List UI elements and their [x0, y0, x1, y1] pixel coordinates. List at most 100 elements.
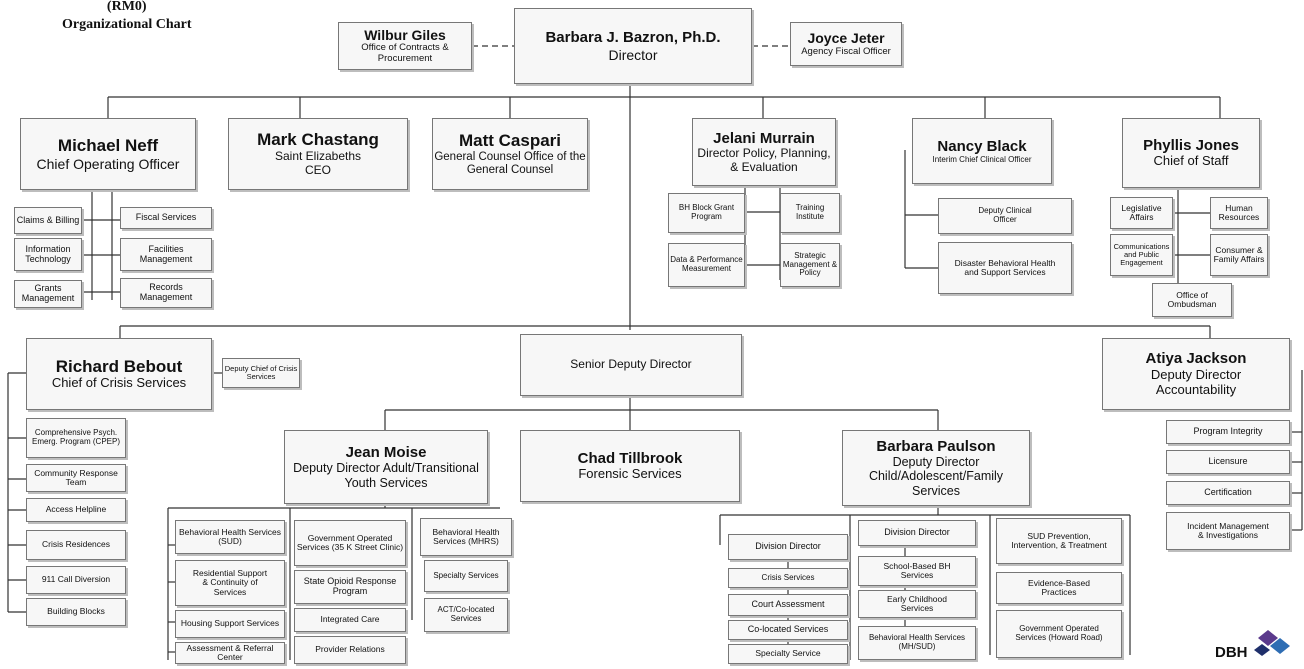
richard-bebout-box: Richard Bebout Chief of Crisis Services — [26, 338, 212, 410]
jones-unit: Communications and Public Engagement — [1110, 234, 1173, 276]
director-name: Barbara J. Bazron, Ph.D. — [545, 29, 721, 47]
caspari-title: General Counsel Office of the General Co… — [434, 150, 586, 176]
matt-caspari-box: Matt Caspari General Counsel Office of t… — [432, 118, 588, 190]
jackson-unit: Incident Management & Investigations — [1166, 512, 1290, 550]
paulson-unit: Court Assessment — [728, 594, 848, 616]
murrain-title: Director Policy, Planning, & Evaluation — [697, 145, 831, 174]
paulson-unit: Early Childhood Services — [858, 590, 976, 618]
joyce-jeter-name: Joyce Jeter — [807, 30, 885, 47]
director-box: Barbara J. Bazron, Ph.D. Director — [514, 8, 752, 84]
neff-unit: Records Management — [120, 278, 212, 308]
bebout-unit: 911 Call Diversion — [26, 566, 126, 594]
senior-deputy-box: Senior Deputy Director — [520, 334, 742, 396]
chart-header: (RM0) Organizational Chart — [62, 0, 192, 33]
senior-deputy-title: Senior Deputy Director — [570, 357, 692, 372]
dbh-logo: DBH — [1210, 628, 1290, 664]
jones-title: Chief of Staff — [1153, 153, 1229, 169]
moise-unit: Housing Support Services — [175, 610, 285, 638]
moise-unit: Behavioral Health Services (SUD) — [175, 520, 285, 554]
director-title: Director — [608, 46, 658, 63]
dbh-logo-text: DBH — [1215, 644, 1248, 661]
neff-title: Chief Operating Officer — [36, 155, 180, 172]
black-title: Interim Chief Clinical Officer — [932, 155, 1032, 165]
jones-name: Phyllis Jones — [1143, 136, 1239, 154]
paulson-name: Barbara Paulson — [876, 437, 996, 455]
paulson-title: Deputy Director Child/Adolescent/Family … — [868, 455, 1004, 498]
moise-unit: Assessment & Referral Center — [175, 642, 285, 664]
michael-neff-box: Michael Neff Chief Operating Officer — [20, 118, 196, 190]
jones-unit: Consumer & Family Affairs — [1210, 234, 1268, 276]
moise-unit: Integrated Care — [294, 608, 406, 632]
neff-unit: Claims & Billing — [14, 207, 82, 234]
tillbrook-title: Forensic Services — [578, 466, 682, 482]
paulson-unit: Evidence-Based Practices — [996, 572, 1122, 604]
jackson-title: Deputy Director Accountability — [1150, 366, 1242, 397]
bebout-deputy-box: Deputy Chief of Crisis Services — [222, 358, 300, 388]
moise-unit: Behavioral Health Services (MHRS) — [420, 518, 512, 556]
neff-unit: Grants Management — [14, 280, 82, 308]
jones-unit: Office of Ombudsman — [1152, 283, 1232, 317]
moise-unit: Residential Support & Continuity of Serv… — [175, 560, 285, 606]
neff-unit: Information Technology — [14, 238, 82, 271]
neff-unit: Facilities Management — [120, 238, 212, 271]
paulson-unit: Specialty Service — [728, 644, 848, 664]
moise-title: Deputy Director Adult/Transitional Youth… — [293, 461, 479, 490]
chastang-title: Saint Elizabeths CEO — [274, 148, 362, 177]
paulson-unit: Crisis Services — [728, 568, 848, 588]
murrain-unit: Strategic Management & Policy — [780, 243, 840, 287]
murrain-unit: Training Institute — [780, 193, 840, 233]
jackson-unit: Program Integrity — [1166, 420, 1290, 444]
barbara-paulson-box: Barbara Paulson Deputy Director Child/Ad… — [842, 430, 1030, 506]
jones-unit: Legislative Affairs — [1110, 197, 1173, 229]
chart-code: (RM0) — [106, 0, 147, 14]
tillbrook-name: Chad Tillbrook — [577, 449, 683, 467]
murrain-unit: BH Block Grant Program — [668, 193, 745, 233]
paulson-unit: Co-located Services — [728, 620, 848, 640]
moise-unit: Government Operated Services (35 K Stree… — [294, 520, 406, 566]
caspari-name: Matt Caspari — [458, 131, 562, 150]
bebout-unit: Comprehensive Psych. Emerg. Program (CPE… — [26, 418, 126, 458]
jackson-unit: Licensure — [1166, 450, 1290, 474]
wilbur-giles-box: Wilbur Giles Office of Contracts & Procu… — [338, 22, 472, 70]
moise-unit: Provider Relations — [294, 636, 406, 664]
murrain-unit: Data & Performance Measurement — [668, 243, 745, 287]
jean-moise-box: Jean Moise Deputy Director Adult/Transit… — [284, 430, 488, 504]
jones-unit: Human Resources — [1210, 197, 1268, 229]
paulson-unit: Behavioral Health Services (MH/SUD) — [858, 626, 976, 660]
black-unit: Disaster Behavioral Health and Support S… — [938, 242, 1072, 294]
chart-title: Organizational Chart — [62, 16, 192, 32]
bebout-title: Chief of Crisis Services — [51, 375, 187, 391]
moise-unit: State Opioid Response Program — [294, 570, 406, 604]
jackson-name: Atiya Jackson — [1145, 350, 1247, 368]
bebout-unit: Access Helpline — [26, 498, 126, 522]
paulson-unit: Division Director — [728, 534, 848, 560]
nancy-black-box: Nancy Black Interim Chief Clinical Offic… — [912, 118, 1052, 184]
dbh-logo-mark — [1254, 630, 1290, 656]
mark-chastang-box: Mark Chastang Saint Elizabeths CEO — [228, 118, 408, 190]
jackson-unit: Certification — [1166, 481, 1290, 505]
paulson-unit: School-Based BH Services — [858, 556, 976, 586]
bebout-unit: Crisis Residences — [26, 530, 126, 560]
chastang-name: Mark Chastang — [257, 130, 379, 150]
neff-unit: Fiscal Services — [120, 207, 212, 229]
wilbur-giles-title: Office of Contracts & Procurement — [361, 42, 449, 65]
murrain-name: Jelani Murrain — [713, 129, 815, 147]
black-unit: Deputy Clinical Officer — [938, 198, 1072, 234]
bebout-name: Richard Bebout — [55, 356, 183, 376]
moise-unit: Specialty Services — [424, 560, 508, 592]
phyllis-jones-box: Phyllis Jones Chief of Staff — [1122, 118, 1260, 188]
moise-unit: ACT/Co-located Services — [424, 598, 508, 632]
neff-name: Michael Neff — [57, 136, 159, 156]
chad-tillbrook-box: Chad Tillbrook Forensic Services — [520, 430, 740, 502]
moise-name: Jean Moise — [345, 444, 427, 461]
paulson-unit: Government Operated Services (Howard Roa… — [996, 610, 1122, 658]
bebout-unit: Community Response Team — [26, 464, 126, 492]
joyce-jeter-box: Joyce Jeter Agency Fiscal Officer — [790, 22, 902, 66]
bebout-unit: Building Blocks — [26, 598, 126, 626]
joyce-jeter-title: Agency Fiscal Officer — [801, 45, 891, 57]
paulson-unit: SUD Prevention, Intervention, & Treatmen… — [996, 518, 1122, 564]
paulson-unit: Division Director — [858, 520, 976, 546]
jelani-murrain-box: Jelani Murrain Director Policy, Planning… — [692, 118, 836, 186]
atiya-jackson-box: Atiya Jackson Deputy Director Accountabi… — [1102, 338, 1290, 410]
